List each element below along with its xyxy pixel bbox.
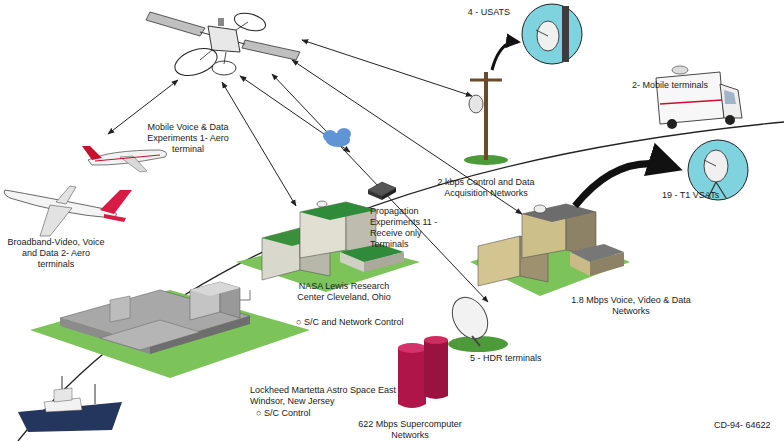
hdr-dish (445, 291, 508, 352)
vsat-circle-part (704, 150, 728, 182)
satellite-part (146, 12, 205, 36)
lockheed-buildings-part (30, 290, 310, 378)
utility-pole-part (470, 79, 502, 82)
office-buildings-part (478, 236, 520, 286)
satellite-part (242, 40, 300, 60)
mobile-van-part (672, 66, 688, 74)
satellite-part (200, 50, 212, 60)
utility-pole (464, 42, 518, 165)
utility-pole-part (492, 42, 518, 70)
mobile-van-part (656, 72, 724, 124)
receive-terminal-part (382, 188, 396, 200)
usat-circle (522, 4, 582, 64)
satellite (146, 10, 300, 81)
horizon-arc (18, 122, 784, 441)
large-plane-part (40, 205, 72, 236)
satellite-part (232, 10, 267, 34)
callout-label: 622 Mbps Supercomputer Networks (345, 419, 475, 441)
ship-part (95, 384, 96, 404)
satellite-part (208, 26, 240, 52)
satellite-part (224, 52, 226, 64)
utility-pole-part (469, 95, 483, 113)
supercomputer-part (424, 336, 448, 344)
callout-label: Propagation Experiments 11 - Receive onl… (370, 206, 448, 250)
callout-label: ○ S/C Control (256, 408, 356, 419)
lockheed-buildings-part (110, 296, 130, 322)
mobile-van-part (660, 100, 722, 104)
callout-label: 5 - HDR terminals (470, 353, 580, 364)
hdr-dish-part (445, 291, 495, 345)
ship-part (54, 388, 72, 402)
office-buildings-part (570, 252, 590, 276)
supercomputer (398, 336, 448, 408)
horizon-arc-part (18, 122, 784, 441)
receive-terminal-part (368, 190, 382, 200)
link-arrows (108, 40, 522, 302)
large-plane-part (104, 214, 126, 222)
cloud-part (337, 128, 351, 140)
nasa-lewis-buildings-part (317, 201, 327, 207)
cloud-part (323, 130, 337, 142)
large-plane (4, 186, 132, 236)
usat-circle-part (562, 6, 569, 62)
supercomputer-part (398, 343, 426, 353)
hdr-dish-part (472, 336, 480, 346)
callout-label: 4 - USATS (440, 7, 510, 18)
satellite-part (236, 22, 248, 30)
ship-part (62, 376, 63, 389)
callout-label: 1.8 Mbps Voice, Video & Data Networks (556, 295, 706, 317)
mobile-van-part (720, 84, 742, 118)
mobile-van-part (667, 119, 677, 129)
callout-label: Lockheed Martetta Astro Space East Winds… (250, 385, 400, 407)
callout-label: 2 kbps Control and Data Acquisition Netw… (416, 177, 556, 199)
cloud (323, 128, 351, 147)
callout-label: Mobile Voice & Data Experiments 1- Aero … (138, 122, 238, 155)
utility-pole-part (484, 72, 488, 160)
usat-circle-part (522, 4, 582, 64)
callout-label: Broadband-Video, Voice and Data 2- Aero … (4, 237, 108, 270)
mobile-van-part (724, 90, 736, 104)
supercomputer-part (424, 340, 448, 399)
satellite-part (218, 18, 224, 26)
satellite-part (171, 43, 221, 81)
vsat-circle-part (704, 160, 716, 166)
callout-label: ○ S/C and Network Control (296, 317, 436, 328)
callout-label: NASA Lewis Research Center Cleveland, Oh… (288, 281, 400, 303)
small-jet-part (95, 155, 160, 161)
usat-circle-part (536, 30, 548, 36)
receive-terminal (368, 182, 396, 200)
large-plane-part (100, 190, 132, 214)
nasa-lewis-buildings-part (364, 252, 404, 272)
office-buildings-part (590, 252, 624, 276)
lockheed-buildings-part (190, 282, 240, 296)
nasa-lewis-buildings-part (300, 202, 376, 220)
small-jet (82, 146, 167, 172)
office-buildings-part (534, 205, 546, 213)
supercomputer-part (398, 348, 426, 408)
callout-label: 2- Mobile terminals (632, 80, 742, 91)
small-jet-part (82, 146, 102, 160)
link-arrows-part (222, 82, 296, 206)
lockheed-buildings-part (100, 320, 200, 350)
lockheed-buildings (30, 282, 310, 378)
callout-label: CD-94- 64622 (714, 420, 784, 431)
office-buildings-part (522, 204, 596, 222)
ship (18, 376, 122, 432)
nasa-lewis-buildings-part (340, 252, 364, 272)
link-arrows-part (302, 40, 472, 96)
mobile-van (656, 66, 742, 129)
mobile-van-part (725, 115, 735, 125)
office-buildings-part (575, 164, 676, 206)
usat-circle-part (537, 21, 559, 51)
callout-label: 19 - T1 VSATs (662, 190, 772, 201)
large-plane-part (56, 186, 76, 204)
